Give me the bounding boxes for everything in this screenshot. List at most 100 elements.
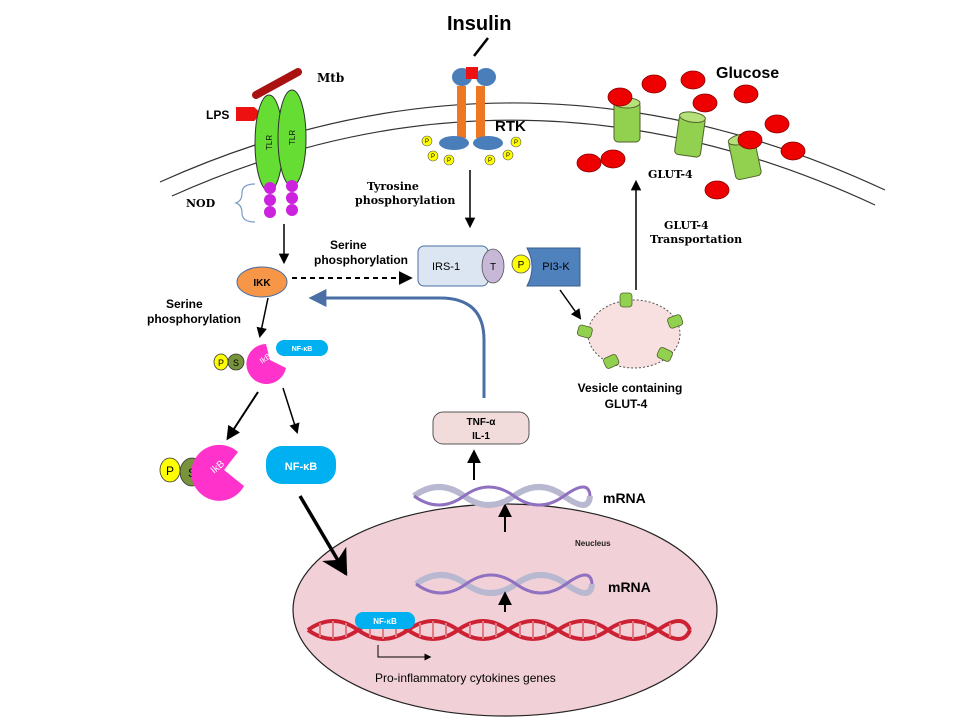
irs1-complex: IRS-1 T P PI3-K [417, 245, 581, 287]
glut4-label: GLUT-4 [648, 168, 693, 181]
glut4-transport-line1: GLUT-4 [664, 219, 709, 232]
cytokine-feedback-arrow [308, 289, 486, 398]
nfkb-small-label: NF-κB [292, 346, 313, 353]
vesicle-glut4-5 [576, 324, 593, 339]
rtk-label: RTK [495, 118, 526, 135]
glucose-label: Glucose [716, 65, 779, 82]
serine-left-line2: phosphorylation [147, 312, 241, 326]
nfkb-bound-label: NF-κB [373, 617, 397, 626]
glucose-molecules [576, 70, 806, 200]
rtk-phospho-groups [421, 135, 522, 166]
rtk-p-label: P [425, 139, 429, 145]
glut4-transporter-2 [674, 111, 706, 158]
p-label: P [218, 358, 224, 368]
pi3k-label: PI3-K [542, 261, 570, 273]
pi3k-box [526, 247, 581, 287]
rtk-p-label: P [506, 153, 510, 159]
irs1-label: IRS-1 [432, 261, 460, 273]
nod-brace [234, 183, 256, 223]
rtk-kinase-right [473, 136, 503, 150]
vesicle-label-line2: GLUT-4 [605, 397, 648, 411]
released-ikb-shape [191, 444, 244, 501]
ikk-label: IKK [253, 278, 271, 289]
insulin-arrow [473, 37, 489, 57]
tlr-label-right: TLR [288, 130, 297, 145]
nod-domains [264, 180, 298, 218]
rtk-p-label: P [447, 158, 451, 164]
vesicle-glut4-3 [656, 347, 673, 362]
nfkb-free-label: NF-κB [285, 461, 317, 473]
insulin-label: Insulin [447, 13, 511, 35]
tnf-label: TNF-α [467, 417, 497, 428]
rtk-receptor: P P P P P P [421, 67, 522, 166]
vesicle [587, 299, 681, 369]
glucose-molecule [733, 84, 759, 104]
rtk-p-label: P [514, 140, 518, 146]
glucose-molecule [692, 93, 718, 113]
ikk-to-ikb-arrow [256, 297, 269, 339]
tyrosine-label-line1: Tyrosine [367, 180, 419, 193]
nod-label: NOD [186, 197, 216, 210]
glut4-transport-line2: Transportation [650, 233, 742, 246]
lps-label: LPS [206, 108, 229, 122]
mtb-bar [252, 68, 302, 99]
rtk-left-chain [457, 86, 466, 138]
glucose-molecule [607, 87, 633, 107]
vesicle-label-line1: Vesicle containing [578, 381, 683, 395]
nucleus-label: Neucleus [575, 539, 611, 548]
irs1-p-label: P [518, 260, 525, 271]
glucose-molecule [641, 74, 667, 94]
transcription-start-arrow [377, 645, 432, 661]
nfkb-release-arrow [282, 387, 300, 435]
t-label: T [490, 262, 496, 273]
tyrosine-label-line2: phosphorylation [355, 194, 455, 207]
rtk-p-label: P [431, 154, 435, 160]
glut4-vesicle [576, 292, 684, 369]
rtk-p-label: P [488, 158, 492, 164]
glucose-molecule [680, 70, 706, 90]
nfkb-bound [355, 612, 415, 629]
vesicle-glut4-4 [603, 354, 620, 369]
glucose-molecule [780, 141, 806, 161]
phospho-p-node [213, 353, 229, 371]
ikb-release-arrow [226, 391, 259, 441]
glucose-molecule [704, 180, 730, 200]
rtk-right-chain [476, 86, 485, 138]
mtb-label: Mtb [317, 71, 344, 85]
tlr-receptor: TLR TLR [234, 68, 307, 223]
released-p-label: P [166, 464, 174, 478]
mrna-cytoplasmic-label: mRNA [603, 490, 646, 506]
il1-label: IL-1 [472, 431, 490, 442]
t-domain [481, 248, 505, 284]
glucose-molecule [600, 149, 626, 169]
genes-label: Pro-inflammatory cytokines genes [375, 671, 556, 685]
mrna-nuclear [414, 572, 595, 596]
vesicle-glut4-2 [667, 314, 684, 329]
nfkb-translocation-arrow [298, 495, 348, 577]
glucose-molecule [737, 130, 763, 150]
nfkb-free [266, 446, 336, 484]
rtk-kinase-left [439, 136, 469, 150]
lps-shape [236, 107, 262, 121]
pi3k-to-vesicle-arrow [559, 289, 582, 320]
cytokine-box [432, 411, 530, 445]
tlr-label-left: TLR [265, 135, 274, 150]
nfkb-small [276, 340, 328, 356]
serine-left-line1: Serine [166, 297, 203, 311]
insulin-molecule [466, 67, 478, 79]
released-ikb: P S IkB [159, 444, 244, 501]
serine-top-line2: phosphorylation [314, 253, 408, 267]
s-label: S [233, 358, 239, 368]
mrna-nuclear-label: mRNA [608, 579, 651, 595]
ikb-shape [246, 344, 286, 384]
vesicle-glut4-1 [619, 292, 633, 308]
rtk-top-right [476, 68, 496, 86]
ikk-node [236, 266, 288, 298]
ikb-nfkb-complex: NF-κB IkB S P [213, 340, 328, 384]
serine-top-line1: Serine [330, 238, 367, 252]
glucose-molecule [576, 153, 602, 173]
irs1-phospho [511, 254, 531, 274]
glucose-molecule [764, 114, 790, 134]
mrna-cytoplasmic [412, 484, 593, 508]
